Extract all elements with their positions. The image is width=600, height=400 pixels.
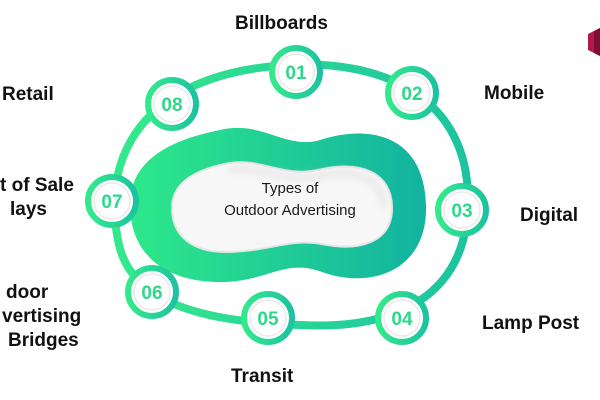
outer-ring — [110, 60, 473, 330]
step-node-transit — [241, 291, 295, 345]
inner-shadow — [227, 165, 387, 209]
step-node-inner-retail — [153, 85, 191, 123]
step-node-inner-billboards — [277, 53, 315, 91]
step-number-mobile: 02 — [401, 84, 422, 105]
label-mobile-line-1: Mobile — [484, 83, 545, 104]
label-digital-line-1: Digital — [520, 205, 579, 226]
step-node-inner-digital — [443, 191, 481, 229]
center-title: Types of Outdoor Advertising — [195, 178, 385, 222]
label-billboards: Billboards — [235, 12, 328, 36]
label-retail: Retail — [2, 83, 54, 107]
step-number-lamp-post: 04 — [391, 309, 413, 330]
step-node-inner-bridges — [133, 273, 171, 311]
label-mobile: Mobile — [484, 82, 544, 106]
label-point-of-sale-line-2: lays — [10, 199, 47, 220]
center-title-line-1: Types of — [261, 180, 319, 197]
hexagon-logo-icon — [588, 28, 600, 56]
step-node-point-of-sale — [85, 174, 139, 228]
step-node-lamp-post — [375, 291, 429, 345]
label-lamp-post: Lamp Post — [482, 312, 579, 336]
label-retail-line-1: Retail — [2, 84, 54, 105]
label-transit-line-1: Transit — [231, 366, 294, 387]
label-transit: Transit — [231, 365, 293, 389]
step-nodes: 01 02 03 04 05 06 07 08 — [85, 45, 489, 345]
step-node-inner-transit — [249, 299, 287, 337]
label-bridges: door vertising Bridges — [0, 281, 81, 353]
label-lamp-post-line-1: Lamp Post — [482, 313, 580, 334]
step-node-inner-lamp-post — [383, 299, 421, 337]
step-number-transit: 05 — [257, 309, 279, 330]
step-number-point-of-sale: 07 — [101, 192, 122, 213]
center-title-line-2: Outdoor Advertising — [224, 202, 356, 219]
label-billboards-line-1: Billboards — [235, 13, 328, 34]
label-point-of-sale-line-1: t of Sale — [0, 175, 74, 196]
step-number-digital: 03 — [451, 201, 472, 222]
label-bridges-line-3: Bridges — [8, 330, 79, 351]
step-node-inner-point-of-sale — [93, 182, 131, 220]
step-node-bridges — [125, 265, 179, 319]
label-point-of-sale: t of Sale lays — [0, 174, 74, 222]
step-number-retail: 08 — [161, 95, 182, 116]
step-node-mobile — [385, 66, 439, 120]
label-bridges-line-1: door — [6, 282, 49, 303]
label-bridges-line-2: vertising — [2, 306, 82, 327]
step-node-billboards — [269, 45, 323, 99]
step-node-digital — [435, 183, 489, 237]
label-digital: Digital — [520, 204, 578, 228]
step-number-billboards: 01 — [285, 63, 307, 84]
step-number-bridges: 06 — [141, 283, 162, 304]
step-node-inner-mobile — [393, 74, 431, 112]
step-node-retail — [145, 77, 199, 131]
inner-white — [170, 161, 394, 254]
